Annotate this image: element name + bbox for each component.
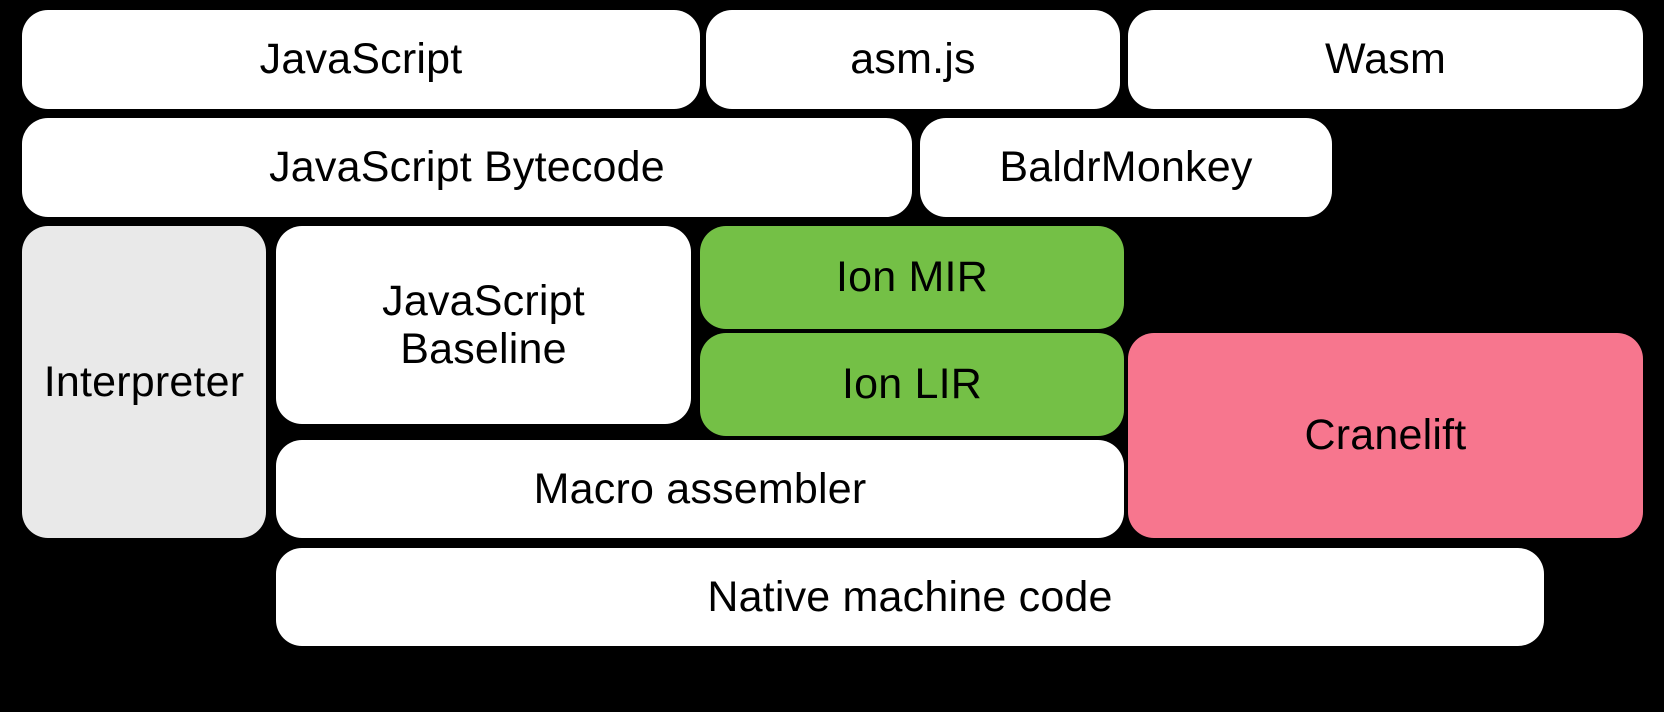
node-asm-js[interactable]: asm.js	[706, 10, 1120, 109]
node-label: JavaScript Bytecode	[269, 143, 665, 192]
node-label: Macro assembler	[533, 464, 867, 513]
node-label: JavaScript Baseline	[382, 276, 585, 373]
node-label: Wasm	[1324, 35, 1447, 84]
node-macro-assembler[interactable]: Macro assembler	[276, 440, 1124, 538]
node-javascript-bytecode[interactable]: JavaScript Bytecode	[22, 118, 912, 217]
node-label: BaldrMonkey	[999, 143, 1253, 192]
node-javascript-baseline[interactable]: JavaScript Baseline	[276, 226, 691, 424]
node-label: Ion MIR	[836, 253, 988, 302]
node-ion-lir[interactable]: Ion LIR	[700, 333, 1124, 436]
node-ion-mir[interactable]: Ion MIR	[700, 226, 1124, 329]
node-javascript[interactable]: JavaScript	[22, 10, 700, 109]
node-cranelift[interactable]: Cranelift	[1128, 333, 1643, 538]
node-label: Ion LIR	[841, 360, 983, 409]
node-label: asm.js	[850, 35, 976, 84]
node-label: Cranelift	[1304, 411, 1467, 460]
node-wasm[interactable]: Wasm	[1128, 10, 1643, 109]
node-label: Native machine code	[707, 572, 1113, 621]
node-label: JavaScript	[259, 35, 463, 84]
node-native-machine-code[interactable]: Native machine code	[276, 548, 1544, 646]
node-baldrmonkey[interactable]: BaldrMonkey	[920, 118, 1332, 217]
node-label: Interpreter	[43, 357, 245, 406]
node-interpreter[interactable]: Interpreter	[22, 226, 266, 538]
